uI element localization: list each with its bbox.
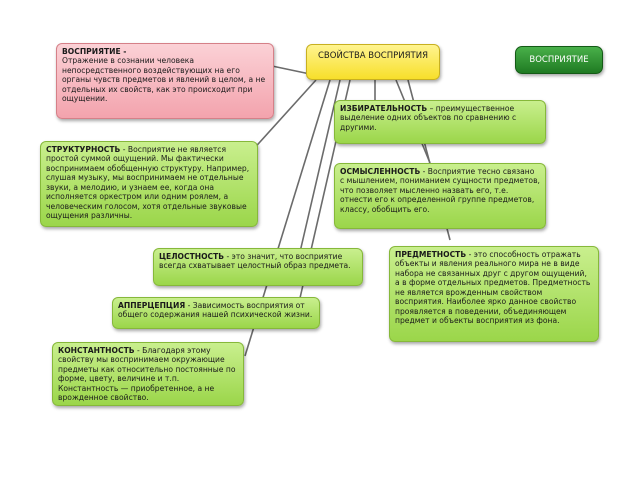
node-objectivity-text: – преимущественное выделение одних объек… bbox=[340, 104, 517, 132]
definition-title: ВОСПРИЯТИЕ - bbox=[62, 47, 127, 56]
definition-box: ВОСПРИЯТИЕ - Отражение в сознании челове… bbox=[56, 43, 274, 119]
node-apperception-term: АППЕРЦЕПЦИЯ bbox=[118, 301, 186, 310]
node-objectness-term: ПРЕДМЕТНОСТЬ bbox=[395, 250, 467, 259]
node-integrity-term: ЦЕЛОСТНОСТЬ bbox=[159, 252, 225, 261]
definition-text: Отражение в сознании человека непосредст… bbox=[62, 56, 266, 104]
node-meaning: ОСМЫСЛЕННОСТЬ - Восприятие тесно связано… bbox=[334, 163, 546, 229]
node-objectivity-term: ИЗБИРАТЕЛЬНОСТЬ bbox=[340, 104, 428, 113]
node-objectivity: ИЗБИРАТЕЛЬНОСТЬ – преимущественное выдел… bbox=[334, 100, 546, 144]
connector-integrity bbox=[299, 79, 341, 253]
badge-label: ВОСПРИЯТИЕ bbox=[529, 55, 589, 65]
node-integrity: ЦЕЛОСТНОСТЬ - это значит, что восприятие… bbox=[153, 248, 363, 286]
node-objectness-text: - это способность отражать объекты и явл… bbox=[395, 250, 591, 326]
node-structure-term: СТРУКТУРНОСТЬ bbox=[46, 145, 121, 154]
node-apperception: АППЕРЦЕПЦИЯ - Зависимость восприятия от … bbox=[112, 297, 320, 329]
node-constancy: КОНСТАНТНОСТЬ - Благодаря этому свойству… bbox=[52, 342, 244, 406]
root-label: СВОЙСТВА ВОСПРИЯТИЯ bbox=[318, 51, 428, 61]
topic-badge[interactable]: ВОСПРИЯТИЕ bbox=[515, 46, 603, 74]
connector-definition bbox=[271, 65, 311, 75]
node-constancy-term: КОНСТАНТНОСТЬ bbox=[58, 346, 135, 355]
node-constancy-text: - Благодаря этому свойству мы воспринима… bbox=[58, 346, 236, 403]
node-integrity-text: - это значит, что восприятие всегда схва… bbox=[159, 252, 351, 271]
node-meaning-term: ОСМЫСЛЕННОСТЬ bbox=[340, 167, 421, 176]
node-structure-text: - Восприятие не является простой суммой … bbox=[46, 145, 250, 221]
node-objectness: ПРЕДМЕТНОСТЬ - это способность отражать … bbox=[389, 246, 599, 342]
connector-structure bbox=[249, 79, 317, 154]
node-apperception-text: - Зависимость восприятия от общего содер… bbox=[118, 301, 313, 320]
node-structure: СТРУКТУРНОСТЬ - Восприятие не является п… bbox=[40, 141, 258, 227]
node-meaning-text: - Восприятие тесно связано с мышлением, … bbox=[340, 167, 540, 214]
root-node: СВОЙСТВА ВОСПРИЯТИЯ bbox=[306, 44, 440, 80]
